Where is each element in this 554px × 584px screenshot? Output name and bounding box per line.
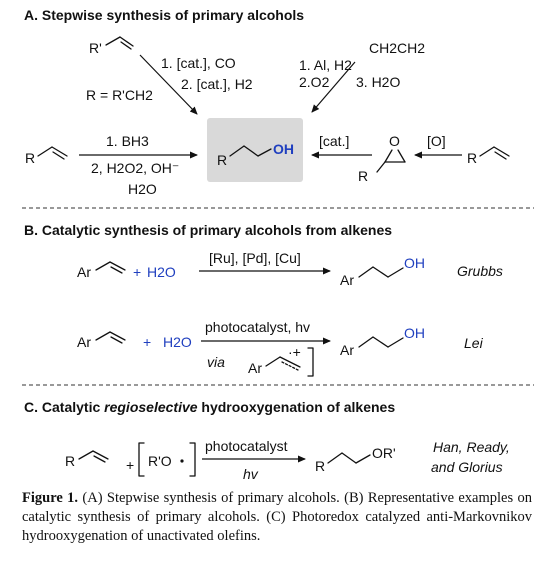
epoxide-catalyst: [cat.] — [319, 133, 349, 149]
c-product-r: R — [315, 458, 325, 474]
section-c-title-pre: C. Catalytic — [24, 399, 104, 415]
right-alkene — [479, 146, 510, 160]
caption-text: (A) Stepwise synthesis of primary alcoho… — [22, 490, 532, 544]
hydroformylation-arrow — [139, 54, 198, 115]
c-alkene — [78, 450, 109, 463]
section-a-title: A. Stepwise synthesis of primary alcohol… — [24, 7, 304, 23]
b2-water: H2O — [163, 334, 192, 350]
b1-authors: Grubbs — [457, 263, 503, 279]
b1-product-chain — [358, 266, 404, 278]
b2-ar: Ar — [77, 334, 91, 350]
c-plus: + — [126, 457, 134, 473]
hydroalumination-step3: 3. H2O — [356, 74, 400, 90]
c-r: R — [65, 453, 75, 469]
hydroalumination-arrow — [311, 61, 356, 113]
left-alkene — [37, 146, 68, 160]
c-authors-line1: Han, Ready, — [433, 439, 510, 455]
ethylene-reagent: CH2CH2 — [369, 40, 425, 56]
hydroalumination-step1: 1. Al, H2 — [299, 57, 352, 73]
c-conditions-bottom: hv — [243, 466, 259, 482]
c-radical-brackets — [138, 442, 196, 477]
b1-ar: Ar — [77, 264, 91, 280]
section-c-title-post: hydrooxygenation of alkenes — [198, 399, 396, 415]
section-c-title: C. Catalytic regioselective hydrooxygena… — [24, 399, 395, 415]
section-c-title-em: regioselective — [104, 399, 198, 415]
c-product-chain — [327, 452, 371, 464]
b2-conditions: photocatalyst, hv — [205, 319, 310, 335]
b2-product-oh: OH — [404, 325, 425, 341]
c-radical: R'O — [148, 453, 172, 469]
caption-lead: Figure 1. — [22, 490, 79, 506]
b2-product-ar: Ar — [340, 342, 354, 358]
c-radical-dot — [180, 459, 184, 463]
hydroformylation-step2: 2. [cat.], H2 — [181, 76, 253, 92]
c-authors-line2: and Glorius — [431, 459, 503, 475]
b1-product-ar: Ar — [340, 272, 354, 288]
product-highlight — [207, 118, 303, 182]
b2-plus: + — [143, 334, 151, 350]
hydroalumination-step2: 2.O2 — [299, 74, 330, 90]
b2-intermediate-ar: Ar — [248, 360, 262, 376]
c-conditions-top: photocatalyst — [205, 438, 288, 454]
b2-radical-cation: ·+ — [288, 344, 301, 360]
b1-water: H2O — [147, 264, 176, 280]
hydroboration-step1: 1. BH3 — [106, 133, 149, 149]
b1-plus: + — [133, 264, 141, 280]
b2-authors: Lei — [464, 335, 484, 351]
b2-product-chain — [358, 336, 404, 348]
b2-radical-cation-alkene — [265, 347, 314, 377]
r-prime-label: R' — [89, 40, 102, 56]
hydroboration-step3: H2O — [128, 181, 157, 197]
r-prime-alkene — [105, 36, 134, 50]
b2-via: via — [207, 354, 225, 370]
left-alkene-r: R — [25, 150, 35, 166]
section-b-title: B. Catalytic synthesis of primary alcoho… — [24, 222, 392, 238]
reaction-scheme: A. Stepwise synthesis of primary alcohol… — [22, 7, 534, 482]
r-definition: R = R'CH2 — [86, 87, 153, 103]
figure-caption: Figure 1. (A) Stepwise synthesis of prim… — [22, 489, 532, 546]
product-oh: OH — [273, 141, 294, 157]
epoxidation-oxidant: [O] — [427, 133, 446, 149]
epoxide-r: R — [358, 168, 368, 184]
hydroboration-step2: 2, H2O2, OH⁻ — [91, 160, 179, 176]
right-alkene-r: R — [467, 150, 477, 166]
epoxide-oxygen: O — [389, 133, 400, 149]
hydroformylation-step1: 1. [cat.], CO — [161, 55, 236, 71]
product-r: R — [217, 152, 227, 168]
b2-alkene — [95, 331, 126, 344]
b1-product-oh: OH — [404, 255, 425, 271]
b1-alkene — [95, 261, 126, 274]
epoxide — [376, 149, 406, 173]
c-product-or: OR' — [372, 445, 396, 461]
product-chain — [229, 145, 272, 157]
b1-conditions: [Ru], [Pd], [Cu] — [209, 250, 301, 266]
